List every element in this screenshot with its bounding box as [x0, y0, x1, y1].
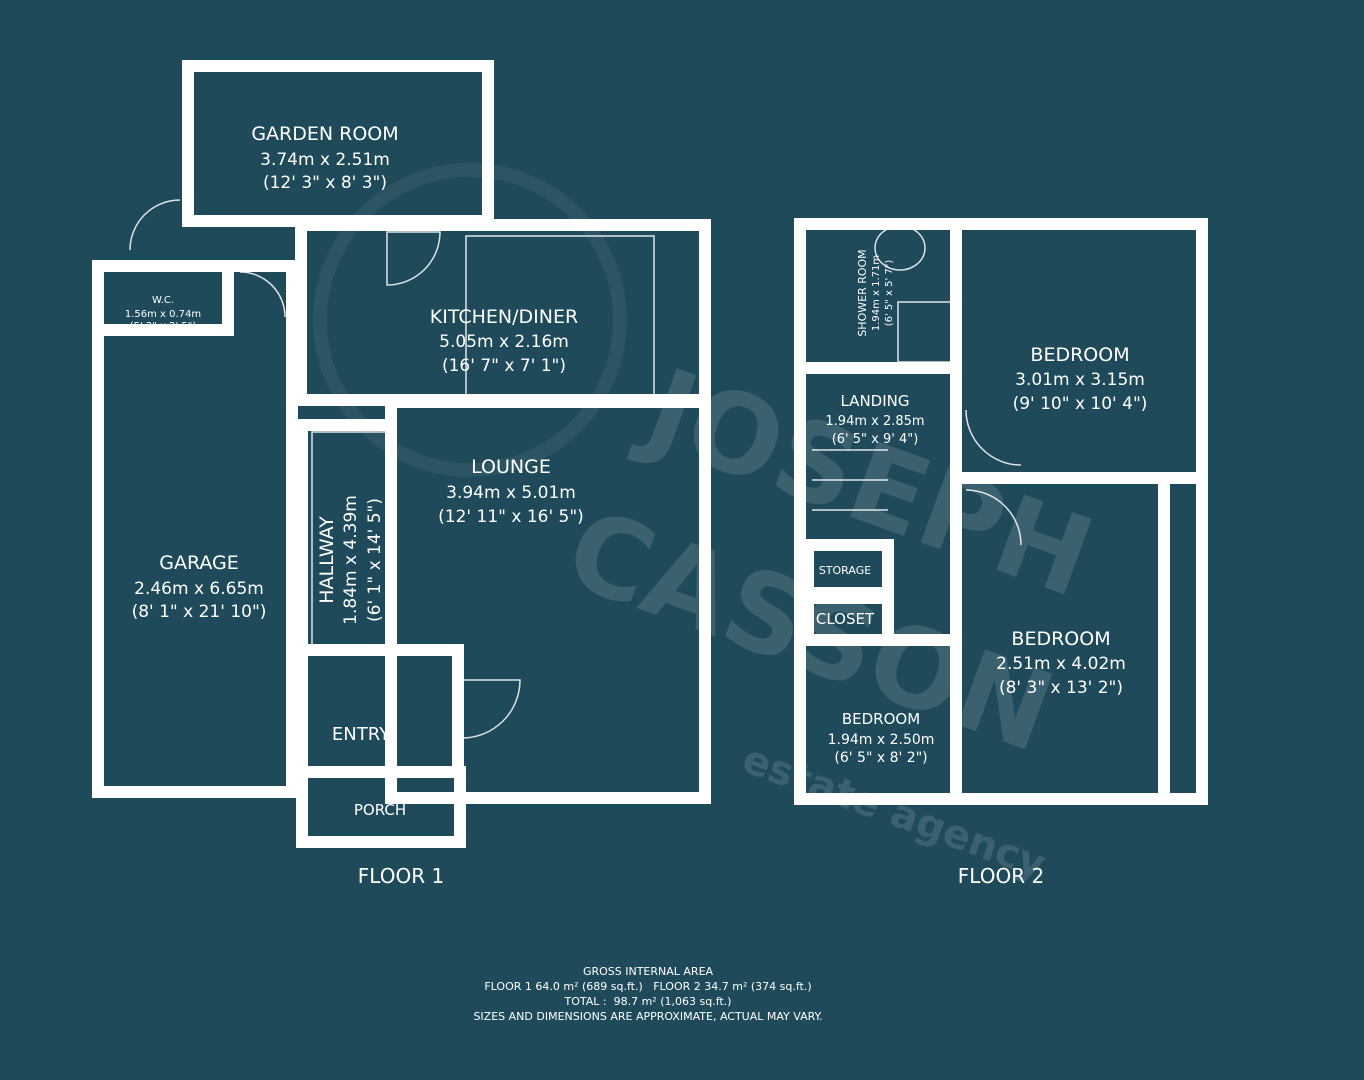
svg-text:3.01m x 3.15m: 3.01m x 3.15m	[1015, 370, 1145, 390]
floor1-walls	[92, 60, 711, 848]
svg-text:1.84m x 4.39m: 1.84m x 4.39m	[341, 495, 361, 625]
svg-text:(16' 7" x 7' 1"): (16' 7" x 7' 1")	[442, 356, 566, 376]
svg-text:1.94m x 2.50m: 1.94m x 2.50m	[828, 732, 935, 748]
room-bedroom-3: BEDROOM 1.94m x 2.50m (6' 5" x 8' 2")	[828, 710, 935, 766]
room-garage: GARAGE 2.46m x 6.65m (8' 1" x 21' 10")	[132, 552, 267, 622]
svg-text:1.94m x 1.71m: 1.94m x 1.71m	[871, 255, 882, 331]
area-summary: GROSS INTERNAL AREA FLOOR 1 64.0 m² (689…	[0, 964, 1296, 1024]
room-landing: LANDING 1.94m x 2.85m (6' 5" x 9' 4")	[825, 392, 924, 447]
floor1-title: FLOOR 1	[358, 864, 444, 888]
svg-text:(9' 10" x 10' 4"): (9' 10" x 10' 4")	[1013, 394, 1148, 414]
room-shower-room: SHOWER ROOM 1.94m x 1.71m (6' 5" x 5' 7"…	[856, 249, 895, 336]
svg-text:GARAGE: GARAGE	[159, 552, 239, 574]
room-bedroom-1: BEDROOM 3.01m x 3.15m (9' 10" x 10' 4")	[1013, 344, 1148, 414]
svg-text:(8' 3" x 13' 2"): (8' 3" x 13' 2")	[999, 678, 1123, 698]
svg-text:W.C.: W.C.	[152, 295, 174, 306]
svg-text:LANDING: LANDING	[840, 392, 909, 410]
svg-text:1.56m x 0.74m: 1.56m x 0.74m	[125, 309, 201, 320]
svg-text:3.74m x 2.51m: 3.74m x 2.51m	[260, 150, 390, 170]
svg-text:LOUNGE: LOUNGE	[471, 456, 551, 478]
svg-text:(12' 3" x 8' 3"): (12' 3" x 8' 3")	[263, 173, 387, 193]
room-storage: STORAGE	[819, 564, 871, 577]
svg-text:3.94m x 5.01m: 3.94m x 5.01m	[446, 483, 576, 503]
floor2-title: FLOOR 2	[958, 864, 1044, 888]
svg-text:BEDROOM: BEDROOM	[842, 710, 920, 728]
room-garden-room: GARDEN ROOM 3.74m x 2.51m (12' 3" x 8' 3…	[251, 123, 398, 193]
room-closet: CLOSET	[816, 610, 875, 628]
svg-text:(8' 1" x 21' 10"): (8' 1" x 21' 10")	[132, 602, 267, 622]
svg-text:(6' 5" x 8' 2"): (6' 5" x 8' 2")	[834, 750, 927, 766]
area-total: TOTAL : 98.7 m² (1,063 sq.ft.)	[564, 995, 732, 1008]
room-hallway: HALLWAY 1.84m x 4.39m (6' 1" x 14' 5")	[316, 495, 385, 625]
svg-text:2.46m x 6.65m: 2.46m x 6.65m	[134, 579, 264, 599]
svg-text:GARDEN ROOM: GARDEN ROOM	[251, 123, 398, 145]
svg-text:KITCHEN/DINER: KITCHEN/DINER	[430, 306, 578, 328]
svg-text:5.05m x 2.16m: 5.05m x 2.16m	[439, 332, 569, 352]
watermark-logo: JOSEPH CASSON estate agency	[313, 163, 1109, 888]
svg-text:BEDROOM: BEDROOM	[1030, 344, 1129, 366]
disclaimer: SIZES AND DIMENSIONS ARE APPROXIMATE, AC…	[473, 1010, 823, 1023]
svg-text:2.51m x 4.02m: 2.51m x 4.02m	[996, 654, 1126, 674]
room-entry: ENTRY	[332, 724, 391, 745]
area-floors: FLOOR 1 64.0 m² (689 sq.ft.) FLOOR 2 34.…	[484, 980, 812, 993]
room-lounge: LOUNGE 3.94m x 5.01m (12' 11" x 16' 5")	[438, 456, 584, 527]
svg-text:(6' 5" x 9' 4"): (6' 5" x 9' 4")	[832, 432, 919, 447]
room-kitchen-diner: KITCHEN/DINER 5.05m x 2.16m (16' 7" x 7'…	[430, 306, 578, 376]
room-bedroom-2: BEDROOM 2.51m x 4.02m (8' 3" x 13' 2")	[996, 628, 1126, 698]
svg-text:(5' 2" x 2' 5"): (5' 2" x 2' 5")	[130, 321, 197, 332]
svg-text:BEDROOM: BEDROOM	[1011, 628, 1110, 650]
svg-text:HALLWAY: HALLWAY	[316, 516, 338, 604]
svg-text:(12' 11" x 16' 5"): (12' 11" x 16' 5")	[438, 507, 584, 527]
room-porch: PORCH	[354, 801, 406, 819]
svg-text:SHOWER ROOM: SHOWER ROOM	[856, 249, 869, 336]
area-heading: GROSS INTERNAL AREA	[582, 965, 714, 978]
svg-text:(6' 5" x 5' 7"): (6' 5" x 5' 7")	[884, 260, 895, 327]
floor2-walls	[794, 218, 1208, 805]
svg-text:1.94m x 2.85m: 1.94m x 2.85m	[825, 414, 924, 429]
svg-text:(6' 1" x 14' 5"): (6' 1" x 14' 5")	[365, 498, 385, 622]
room-wc: W.C. 1.56m x 0.74m (5' 2" x 2' 5")	[125, 295, 201, 332]
